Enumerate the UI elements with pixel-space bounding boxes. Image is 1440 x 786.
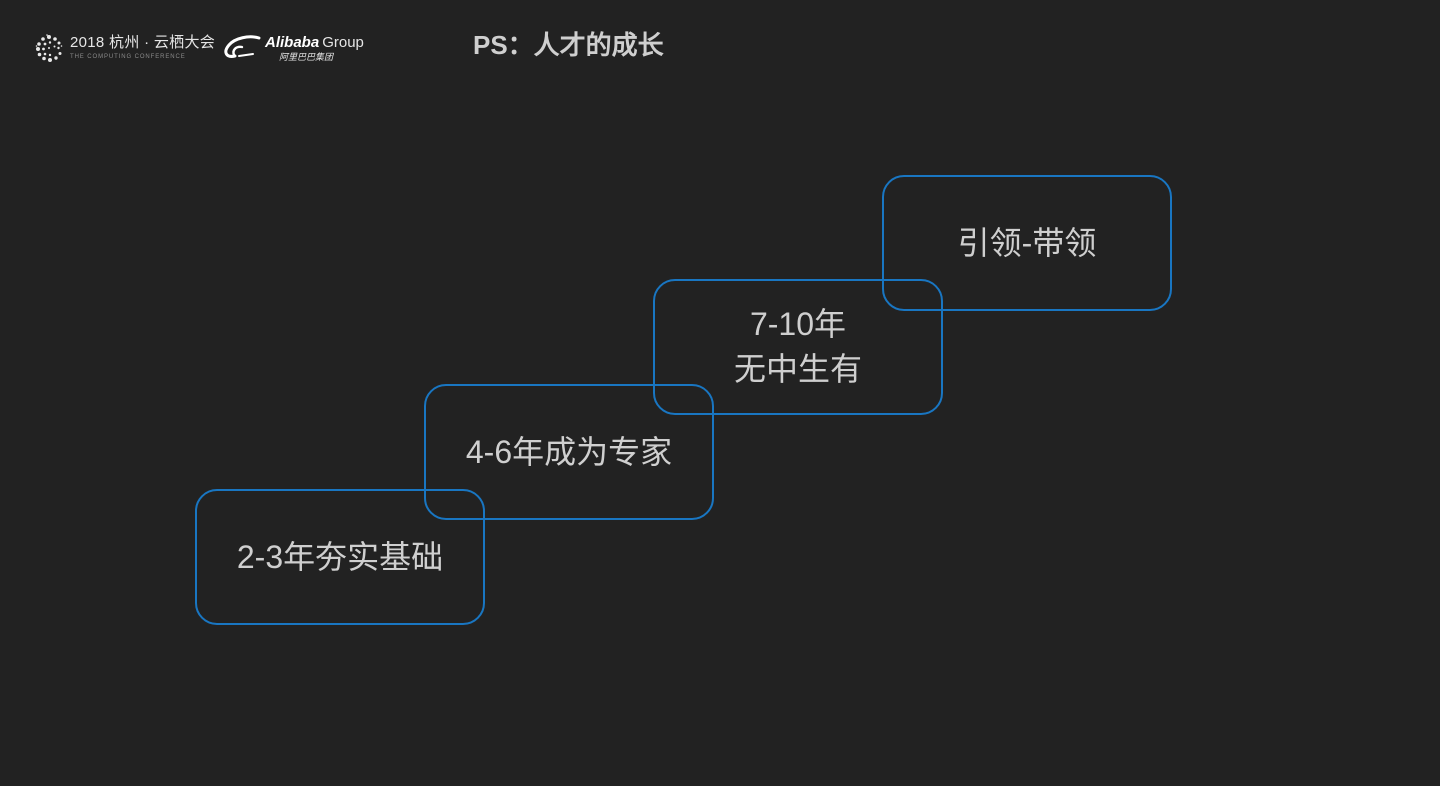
growth-step-1: 2-3年夯实基础 bbox=[195, 489, 485, 625]
alibaba-chinese-name: 阿里巴巴集团 bbox=[279, 52, 334, 62]
conference-logo: 2018 杭州 · 云栖大会 THE COMPUTING CONFERENCE bbox=[35, 34, 215, 62]
growth-step-3: 7-10年 无中生有 bbox=[653, 279, 943, 415]
growth-step-3-label-line-1: 7-10年 bbox=[749, 306, 847, 342]
alibaba-wordmark: Alibaba bbox=[265, 34, 320, 51]
dotted-sphere-logo-icon bbox=[35, 34, 63, 62]
growth-step-2-label: 4-6年成为专家 bbox=[465, 433, 673, 470]
growth-step-3-label-line-2: 无中生有 bbox=[733, 351, 862, 387]
alibaba-swoosh-logo-icon bbox=[224, 35, 261, 58]
growth-step-4-label: 引领-带领 bbox=[957, 224, 1097, 261]
conference-logo-title: 2018 杭州 · 云栖大会 bbox=[70, 34, 216, 51]
conference-logo-subtitle: THE COMPUTING CONFERENCE bbox=[70, 54, 186, 60]
growth-step-2: 4-6年成为专家 bbox=[424, 384, 714, 520]
page-title: PS：人才的成长 bbox=[473, 30, 664, 60]
alibaba-group-word: Group bbox=[322, 34, 364, 51]
growth-step-4: 引领-带领 bbox=[882, 175, 1172, 311]
growth-step-1-label: 2-3年夯实基础 bbox=[236, 538, 444, 575]
